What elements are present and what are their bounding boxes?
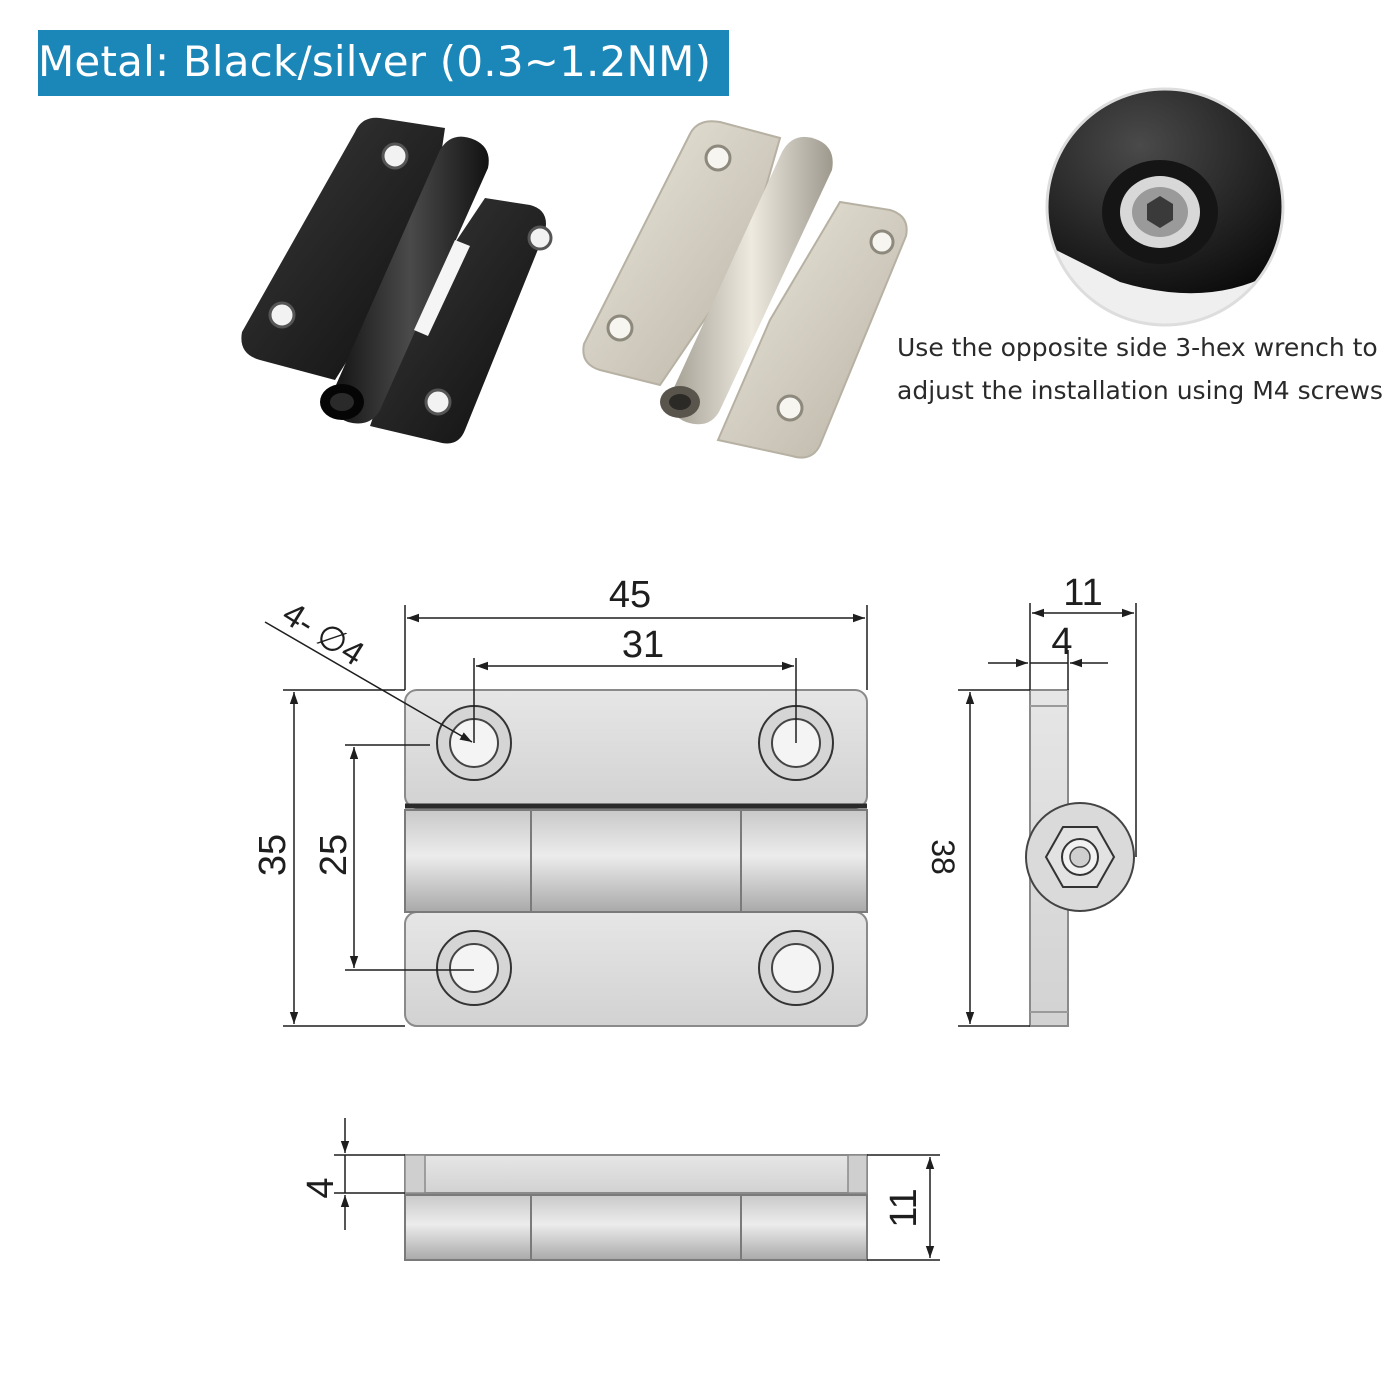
dim-width-overall xyxy=(404,605,868,690)
side-view: 11 4 38 xyxy=(925,572,1137,1027)
dim-label-bottom-4: 4 xyxy=(300,1177,342,1198)
dim-height-overall xyxy=(283,689,405,1027)
hole-callout-leader xyxy=(264,621,473,743)
installation-note-text: Use the opposite side 3-hex wrench to ad… xyxy=(897,333,1383,405)
dim-label-45: 45 xyxy=(609,574,651,616)
dim-side-leaf-thickness xyxy=(988,650,1108,690)
dim-bottom-leaf-thickness xyxy=(334,1118,405,1230)
dim-label-25: 25 xyxy=(313,834,355,876)
dim-label-side-4: 4 xyxy=(1051,621,1072,663)
dim-label-side-11: 11 xyxy=(1063,572,1102,614)
dim-side-thickness-overall xyxy=(1029,603,1137,857)
dim-label-31: 31 xyxy=(622,624,664,666)
title-banner: Metal: Black/silver (0.3~1.2NM) xyxy=(38,30,729,96)
hex-socket-detail-photo xyxy=(1045,87,1285,327)
silver-hinge-photo xyxy=(582,120,908,459)
front-view: 45 31 35 25 4- ∅4 xyxy=(252,574,868,1027)
dim-label-bottom-11: 11 xyxy=(883,1188,925,1227)
bottom-leaf xyxy=(404,1154,868,1194)
hole-callout-label: 4- ∅4 xyxy=(276,595,371,674)
dim-hole-spacing-y xyxy=(345,744,474,971)
title-text: Metal: Black/silver (0.3~1.2NM) xyxy=(38,37,712,86)
hinge-knuckles xyxy=(404,809,868,913)
dim-label-35: 35 xyxy=(252,834,294,876)
bottom-view: 4 11 xyxy=(300,1118,940,1261)
bottom-knuckles xyxy=(404,1194,868,1261)
dim-side-height xyxy=(958,689,1030,1027)
dim-bottom-thickness-overall xyxy=(867,1154,940,1261)
dim-label-side-38: 38 xyxy=(925,839,961,875)
installation-note: Use the opposite side 3-hex wrench to ad… xyxy=(897,326,1387,412)
dim-hole-spacing-x xyxy=(473,658,797,743)
black-hinge-photo xyxy=(241,117,553,444)
